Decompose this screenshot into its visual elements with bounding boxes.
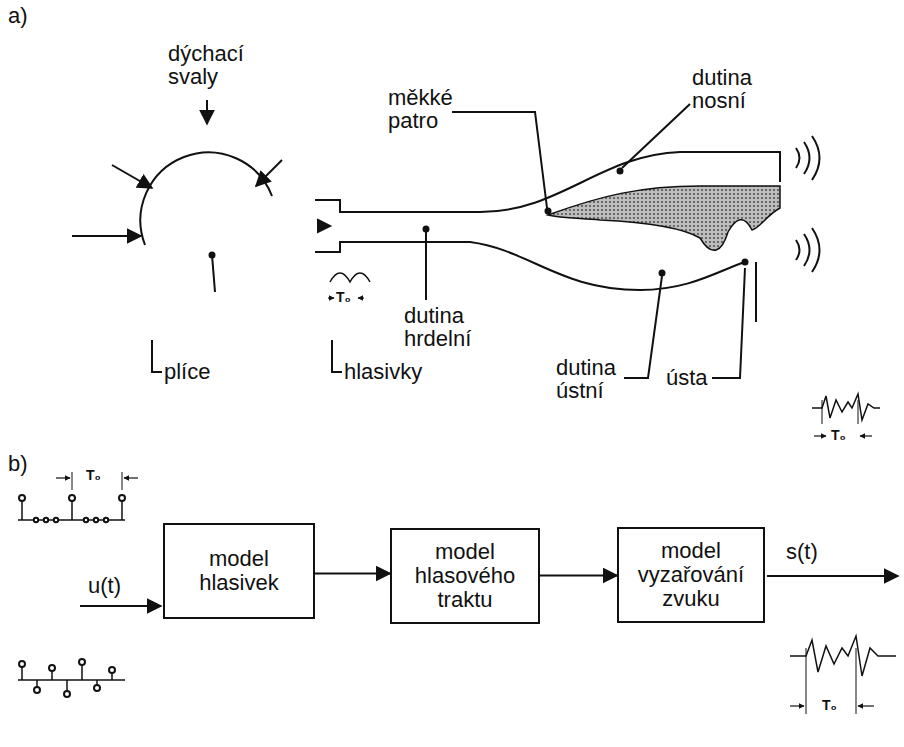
tract-lower-outline xyxy=(315,242,745,290)
period-label: T₀ xyxy=(822,698,837,713)
box-text: model vyzařování zvuku xyxy=(627,539,755,612)
part-label: hlasivky xyxy=(344,360,422,383)
part-label: dýchací svaly xyxy=(168,42,244,88)
flow-arrow xyxy=(315,573,390,575)
lung-stem xyxy=(212,255,215,292)
palate-tongue xyxy=(548,186,780,250)
period-label: T₀ xyxy=(831,428,846,443)
signal-name: u(t) xyxy=(88,574,121,597)
box-text: model hlasového traktu xyxy=(400,540,530,613)
box-text: model hlasivek xyxy=(173,547,305,595)
part-label: měkké patro xyxy=(388,86,453,132)
lung-outline xyxy=(140,152,272,245)
part-letter: a) xyxy=(8,4,28,27)
part-label: plíce xyxy=(164,360,210,383)
part-label: ústa xyxy=(666,366,708,389)
period-label: T₀ xyxy=(86,468,101,483)
process-box: model hlasivek xyxy=(163,523,315,619)
process-box: model hlasového traktu xyxy=(390,528,540,624)
flow-arrow xyxy=(540,575,617,577)
signal-name: s(t) xyxy=(786,540,818,563)
part-label: dutina hrdelní xyxy=(404,304,471,350)
part-label: dutina ústní xyxy=(556,356,616,402)
part-label: dutina nosní xyxy=(692,66,752,112)
period-label: T₀ xyxy=(336,290,351,305)
part-letter: b) xyxy=(8,452,28,475)
process-box: model vyzařování zvuku xyxy=(617,527,765,623)
